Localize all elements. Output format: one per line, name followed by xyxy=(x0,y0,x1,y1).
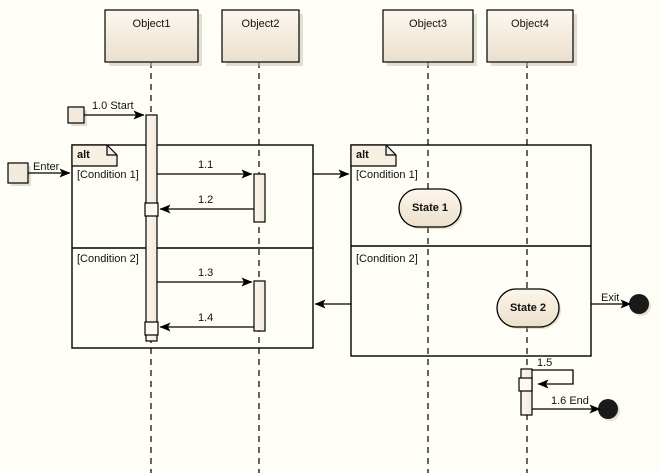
right-alt-keyword: alt xyxy=(356,149,369,161)
message-label-1-4: 1.4 xyxy=(198,312,214,324)
message-label-enter: Enter xyxy=(33,161,60,173)
object-title-object2: Object2 xyxy=(241,18,280,30)
right-alt-condition-1: [Condition 1] xyxy=(356,169,418,181)
activation-bars xyxy=(144,114,533,416)
message-label-1-3: 1.3 xyxy=(198,267,214,279)
right-alt-condition-2: [Condition 2] xyxy=(356,253,418,265)
activation-object2-first xyxy=(253,173,266,223)
terminal-entry-point[interactable] xyxy=(7,162,31,186)
object-header-object4[interactable] xyxy=(486,9,577,66)
activation-object4-bottom xyxy=(520,368,533,416)
object-title-object3: Object3 xyxy=(409,18,447,30)
left-alt-condition-1: [Condition 1] xyxy=(77,169,139,181)
terminal-exit-point[interactable] xyxy=(629,294,651,316)
state-2-label: State 2 xyxy=(509,302,547,314)
message-label-exit: Exit xyxy=(601,292,620,304)
activation-object1-main xyxy=(145,114,158,342)
message-label-1-1: 1.1 xyxy=(198,159,214,171)
object-title-object1: Object1 xyxy=(132,18,171,30)
arrow-1-5-self xyxy=(532,369,574,389)
object-header-object1[interactable] xyxy=(104,9,202,66)
object-title-object4: Object4 xyxy=(511,18,549,30)
message-label-1-2: 1.2 xyxy=(198,194,214,206)
activation-object1-return2 xyxy=(144,321,159,336)
message-label-1-0-start: 1.0 Start xyxy=(92,100,134,112)
right-alt-fragment-frame[interactable] xyxy=(350,144,592,357)
message-label-1-5: 1.5 xyxy=(537,357,553,369)
terminal-start-point[interactable] xyxy=(67,106,87,126)
activation-object2-second xyxy=(253,280,266,332)
left-alt-condition-2: [Condition 2] xyxy=(77,253,139,265)
message-arrows xyxy=(28,110,632,414)
state-1-label: State 1 xyxy=(411,202,449,214)
state-1-shape[interactable] xyxy=(398,188,463,229)
object-header-object2[interactable] xyxy=(221,9,303,66)
activation-object1-return1 xyxy=(144,202,159,217)
message-label-1-6-end: 1.6 End xyxy=(551,395,589,407)
left-alt-fragment-frame[interactable] xyxy=(71,144,314,349)
object-header-object3[interactable] xyxy=(382,9,477,66)
state-2-shape[interactable] xyxy=(496,288,561,329)
terminal-end-point[interactable] xyxy=(598,399,620,421)
activation-object4-return xyxy=(518,377,533,392)
left-alt-keyword: alt xyxy=(77,149,90,161)
